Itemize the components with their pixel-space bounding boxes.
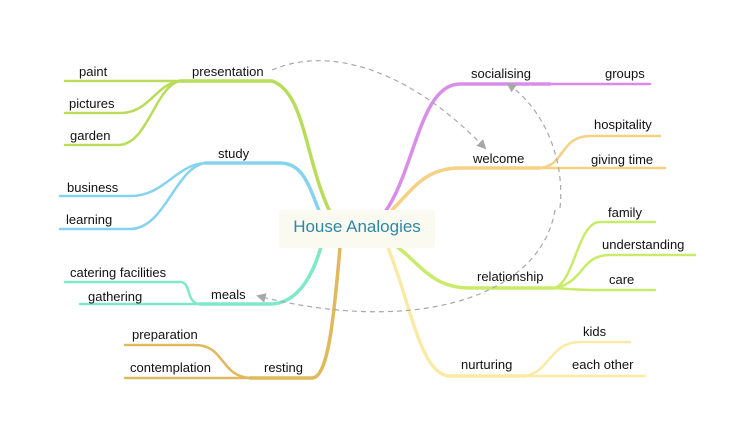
topic-nurturing[interactable]: nurturing bbox=[461, 357, 513, 372]
subtopic-contemplation[interactable]: contemplation bbox=[130, 360, 211, 375]
topic-study[interactable]: study bbox=[218, 146, 250, 161]
subtopic-catering-facilities[interactable]: catering facilities bbox=[70, 265, 167, 280]
subtopic-care[interactable]: care bbox=[609, 272, 635, 287]
branch-socialising[interactable] bbox=[383, 82, 652, 214]
subtopic-hospitality[interactable]: hospitality bbox=[594, 117, 652, 132]
branch-relationship[interactable] bbox=[390, 220, 697, 292]
subtopic-learning[interactable]: learning bbox=[66, 212, 113, 227]
topic-relationship[interactable]: relationship bbox=[477, 269, 544, 284]
topic-welcome[interactable]: welcome bbox=[473, 151, 525, 166]
subtopic-garden[interactable]: garden bbox=[70, 128, 111, 143]
subtopic-paint[interactable]: paint bbox=[79, 64, 108, 79]
branch-presentation[interactable] bbox=[63, 79, 332, 214]
subtopic-kids[interactable]: kids bbox=[583, 324, 607, 339]
topic-socialising[interactable]: socialising bbox=[471, 66, 531, 81]
connector-relationship-socialising[interactable] bbox=[506, 82, 562, 209]
branch-resting[interactable] bbox=[123, 246, 342, 380]
branch-nurturing[interactable] bbox=[386, 246, 647, 378]
connector-presentation-welcome[interactable] bbox=[271, 60, 487, 150]
central-topic-label: House Analogies bbox=[293, 217, 421, 236]
subtopic-each-other[interactable]: each other bbox=[572, 357, 634, 372]
subtopic-understanding[interactable]: understanding bbox=[602, 237, 685, 252]
subtopic-giving-time[interactable]: giving time bbox=[591, 152, 654, 167]
subtopic-business[interactable]: business bbox=[67, 180, 119, 195]
branch-meals[interactable] bbox=[63, 241, 324, 306]
connector-relationship-meals[interactable] bbox=[256, 209, 556, 313]
subtopic-pictures[interactable]: pictures bbox=[69, 96, 115, 111]
subtopic-gathering[interactable]: gathering bbox=[88, 289, 143, 304]
subtopic-preparation[interactable]: preparation bbox=[132, 327, 198, 342]
topic-resting[interactable]: resting bbox=[264, 360, 304, 375]
topic-presentation[interactable]: presentation bbox=[192, 64, 264, 79]
topic-meals[interactable]: meals bbox=[211, 287, 246, 302]
branch-study[interactable] bbox=[58, 161, 324, 231]
subtopic-family[interactable]: family bbox=[608, 205, 642, 220]
central-topic-box[interactable] bbox=[279, 210, 435, 248]
subtopic-groups[interactable]: groups bbox=[605, 66, 645, 81]
